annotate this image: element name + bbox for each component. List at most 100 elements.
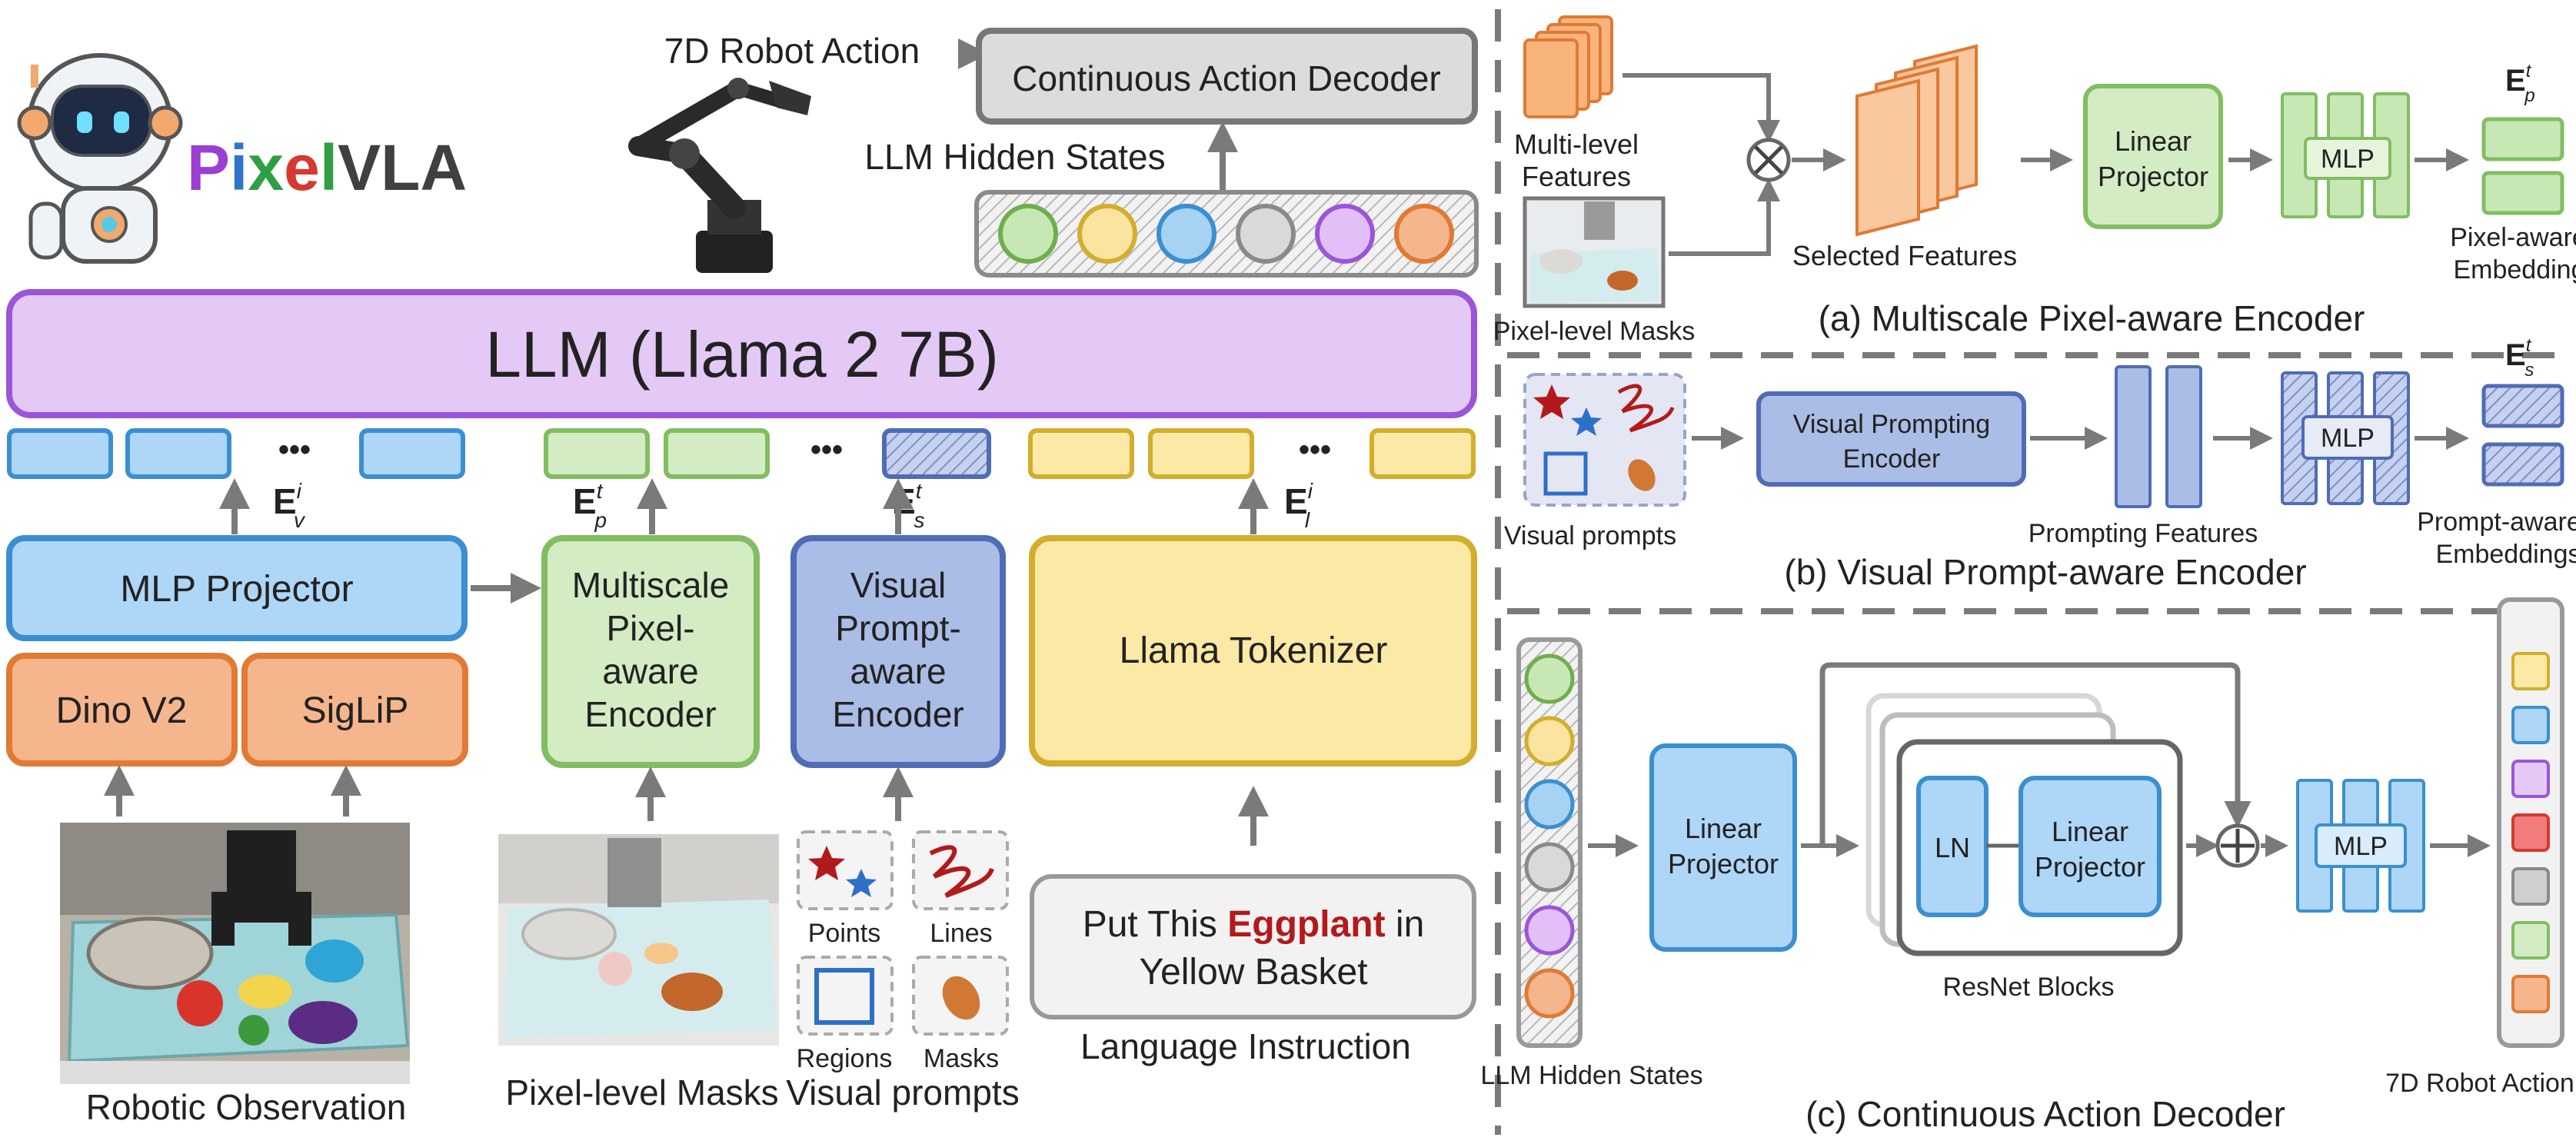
linear-projector-c-box (1649, 743, 1797, 952)
language-token (1148, 428, 1254, 479)
llm-hidden-states-c-label: LLM Hidden States (1480, 1061, 1702, 1090)
mlp-projector-label: MLP Projector (120, 569, 353, 610)
llama-tokenizer-label: Llama Tokenizer (1120, 630, 1388, 671)
linear-projector-a-line1: Linear (2115, 125, 2192, 157)
selected-features-icon (1855, 44, 1978, 237)
llama-tokenizer-box (1029, 535, 1477, 767)
mlp-c-label: MLP (2334, 832, 2388, 861)
prompt-token (882, 428, 991, 479)
llm-hidden-states-label: LLM Hidden States (864, 137, 1165, 177)
pixel-encoder-label-line3: aware (602, 651, 698, 691)
linear-projector-a-line2: Projector (2098, 161, 2208, 192)
prompt-encoder-label-line1: Visual (850, 565, 946, 605)
robot-arm-icon (628, 78, 811, 273)
continuous-action-decoder-label: Continuous Action Decoder (1012, 58, 1440, 98)
pixel-encoder-box (541, 535, 760, 768)
prompt-encoder-label-line4: Encoder (832, 694, 964, 734)
features-to-mult-arrow (1622, 73, 1780, 143)
regions-prompt-box (797, 956, 894, 1036)
llm-label: LLM (Llama 2 7B) (485, 318, 999, 391)
visual-token (125, 428, 231, 479)
ellipsis: ••• (810, 433, 843, 467)
language-instruction-box (1030, 874, 1476, 1019)
hidden-state-token (1524, 653, 1575, 704)
visual-prompting-encoder-box (1756, 391, 2026, 487)
multi-level-features-icon (1523, 15, 1613, 118)
selected-features-label: Selected Features (1792, 240, 2017, 271)
blue-star-icon (1571, 407, 1602, 436)
red-star-icon (808, 846, 845, 880)
multiply-cross-icon (1754, 145, 1783, 175)
red-star-icon (1533, 384, 1570, 419)
action-dim-token (2511, 706, 2550, 744)
lines-label: Lines (930, 919, 992, 948)
prompt-embedding-token (2481, 442, 2564, 487)
hidden-state-token (1077, 204, 1137, 264)
hidden-state-token (1157, 204, 1216, 264)
pixel-level-masks-caption: Pixel-level Masks (505, 1072, 778, 1112)
linear-projector-c-line2: Projector (1668, 848, 1779, 880)
siglip-label: SigLiP (302, 690, 409, 731)
robot-action-c-label: 7D Robot Action (2385, 1069, 2574, 1098)
region-square-icon (1543, 451, 1588, 496)
eggplant-mask-icon (1628, 459, 1656, 491)
pixel-mask-thumbnail (1523, 196, 1666, 308)
ellipsis: ••• (278, 433, 311, 467)
multi-level-features-line2: Features (1522, 161, 1631, 192)
mlp-a-block (2281, 92, 2410, 218)
hidden-state-token (1524, 842, 1575, 893)
pixel-embedding-token (2481, 171, 2564, 215)
prompt-aware-embeddings-line2: Embeddings (2435, 540, 2576, 569)
blue-star-icon (846, 869, 877, 897)
pixel-token (664, 428, 770, 479)
pixel-aware-embeddings-line2: Embeddings (2453, 255, 2576, 284)
mlp-b-block (2281, 371, 2410, 505)
hidden-state-token (1524, 779, 1575, 830)
prompting-feature-bar (2115, 365, 2152, 508)
points-prompt-box (797, 830, 894, 910)
hidden-state-token (1524, 905, 1575, 956)
hidden-state-token (1524, 716, 1575, 767)
scribble-line-icon (929, 845, 994, 898)
visual-token (7, 428, 113, 479)
instruction-line1: Put This Eggplant in (1083, 904, 1425, 945)
prompt-encoder-label-line2: Prompt- (835, 608, 961, 648)
llm-block (6, 289, 1477, 418)
dino-v2-box (6, 653, 238, 767)
prompting-feature-bar (2165, 365, 2202, 508)
hidden-state-token (1315, 204, 1375, 264)
instruction-line2: Yellow Basket (1139, 952, 1367, 993)
layer-norm-label: LN (1935, 832, 1970, 863)
prompt-aware-embeddings-line1: Prompt-aware (2417, 507, 2576, 537)
mlp-b-label: MLP (2321, 424, 2375, 453)
prompt-encoder-label-line3: aware (850, 651, 946, 691)
inner-linear-projector-line2: Projector (2035, 851, 2145, 883)
action-dim-token (2511, 813, 2550, 852)
residual-skip-arrow (1819, 662, 2252, 846)
visual-prompting-encoder-line1: Visual Prompting (1793, 410, 1990, 439)
hidden-state-token (1236, 204, 1296, 264)
hidden-state-token (998, 204, 1058, 264)
action-dim-token (2511, 760, 2550, 798)
robotic-observation-caption: Robotic Observation (86, 1087, 407, 1127)
panel-a-caption: (a) Multiscale Pixel-aware Encoder (1819, 298, 2365, 338)
panel-c-caption: (c) Continuous Action Decoder (1806, 1094, 2285, 1134)
prompt-encoder-box (790, 535, 1006, 768)
pixel-encoder-label-line2: Pixel- (606, 608, 694, 648)
prompting-features-label: Prompting Features (2029, 519, 2258, 548)
region-square-icon (814, 968, 874, 1025)
regions-label: Regions (797, 1044, 893, 1073)
language-token (1370, 428, 1476, 479)
pixel-level-masks-image (498, 834, 779, 1046)
visual-token (359, 428, 465, 479)
pixel-encoder-label-line4: Encoder (584, 694, 716, 734)
masks-to-mult-arrow (1669, 178, 1780, 256)
multi-level-features-line1: Multi-level (1514, 128, 1639, 160)
siglip-box (241, 653, 468, 767)
linear-projector-a-box (2083, 84, 2223, 229)
